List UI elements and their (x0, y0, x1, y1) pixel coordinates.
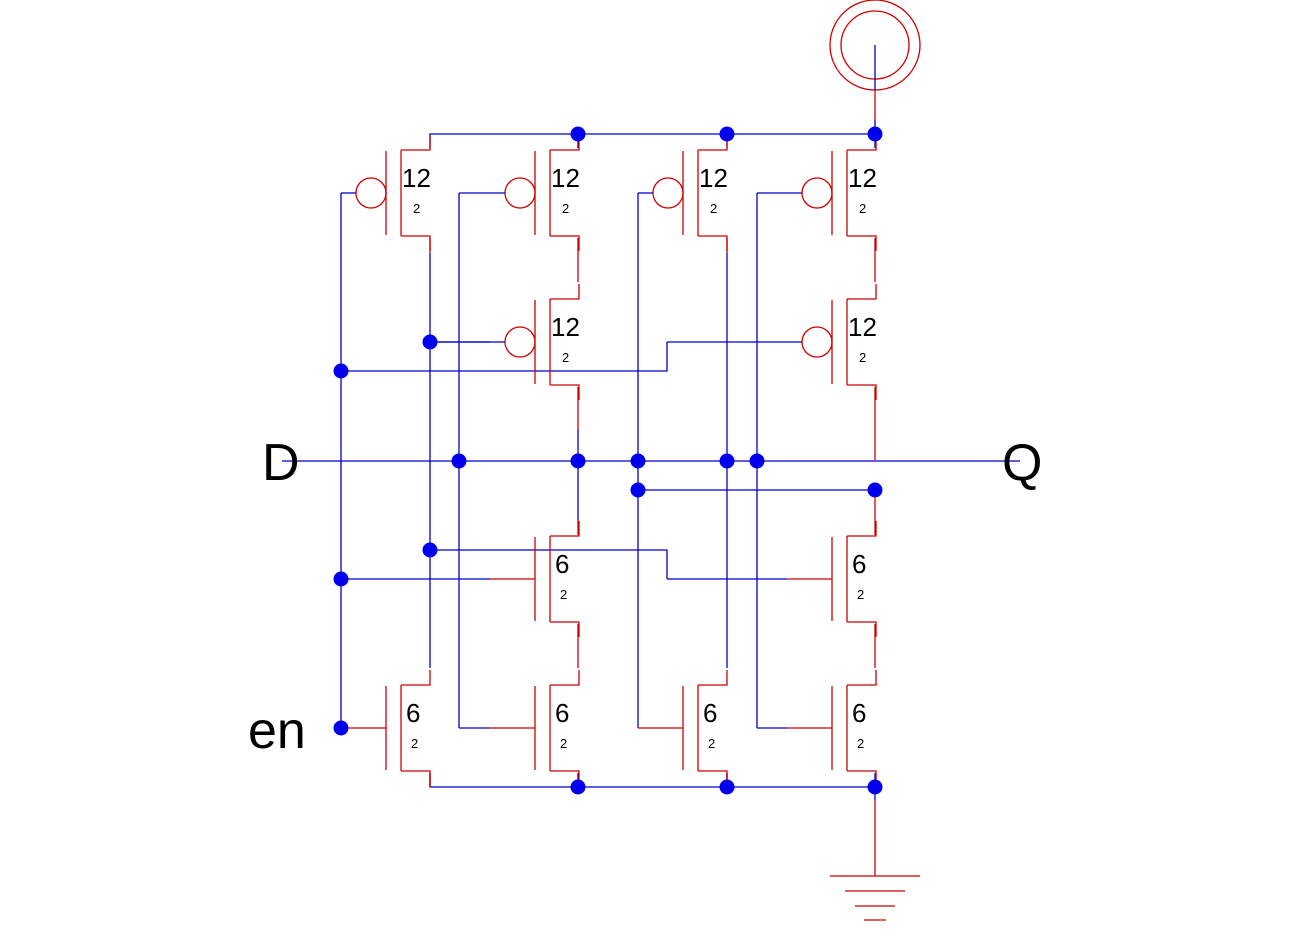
pmos-bubble-icon (504, 177, 536, 209)
junction-nodes (333, 126, 883, 795)
pmos-bubble-icon (801, 326, 833, 358)
length-label: 2 (857, 736, 864, 751)
junction-dot (570, 779, 586, 795)
width-label: 6 (406, 698, 420, 728)
width-label: 12 (551, 163, 580, 193)
junction-dot (719, 779, 735, 795)
drain-stub (401, 135, 431, 151)
vdd-icon (829, 0, 921, 91)
junction-dot (333, 363, 349, 379)
source-stub (401, 770, 431, 786)
ground-icon (830, 875, 920, 921)
width-label: 6 (852, 549, 866, 579)
junction-dot (719, 126, 735, 142)
wires (282, 120, 1020, 800)
wire-segment (430, 549, 668, 579)
junction-dot (333, 571, 349, 587)
width-label: 12 (402, 163, 431, 193)
source-stub (550, 384, 580, 400)
enable-label: en (248, 702, 306, 760)
length-label: 2 (710, 201, 717, 216)
drain-stub (847, 284, 877, 300)
transistor-n6: 62 (757, 670, 877, 786)
input-d-label: D (262, 434, 300, 492)
junction-dot (867, 482, 883, 498)
wire-segment (429, 773, 876, 788)
drain-stub (550, 521, 580, 537)
width-label: 6 (555, 698, 569, 728)
length-label: 2 (859, 350, 866, 365)
junction-dot (570, 126, 586, 142)
width-label: 6 (852, 698, 866, 728)
length-label: 2 (560, 736, 567, 751)
source-stub (847, 235, 877, 251)
junction-dot (333, 720, 349, 736)
transistor-p3: 12 2 (638, 135, 728, 251)
width-label: 6 (555, 549, 569, 579)
junction-dot (570, 453, 586, 469)
junction-dot (422, 334, 438, 350)
transistor-p2: 12 2 (459, 135, 580, 251)
width-label: 12 (551, 312, 580, 342)
junction-dot (719, 453, 735, 469)
drain-stub (847, 521, 877, 537)
length-label: 2 (857, 587, 864, 602)
drain-stub (847, 670, 877, 686)
pmos-bubble-icon (652, 177, 684, 209)
pmos-bubble-icon (801, 177, 833, 209)
transistor-p5: 12 2 (430, 284, 580, 400)
transistor-n2: 62 (667, 521, 877, 637)
drain-stub (550, 284, 580, 300)
transistor-p1: 12 2 (341, 135, 431, 251)
junction-dot (749, 453, 765, 469)
source-stub (550, 621, 580, 637)
junction-dot (867, 779, 883, 795)
length-label: 2 (411, 736, 418, 751)
junction-dot (422, 542, 438, 558)
transistor-n1: 62 (341, 521, 580, 637)
drain-stub (401, 670, 431, 686)
transistor-n4: 62 (459, 670, 580, 786)
length-label: 2 (562, 201, 569, 216)
junction-dot (630, 453, 646, 469)
width-label: 6 (703, 698, 717, 728)
junction-dot (630, 482, 646, 498)
source-stub (698, 235, 728, 251)
length-label: 2 (859, 201, 866, 216)
transistor-p4: 12 2 (757, 135, 877, 251)
source-stub (847, 621, 877, 637)
length-label: 2 (562, 350, 569, 365)
pmos-bubble-icon (355, 177, 387, 209)
junction-dot (451, 453, 467, 469)
pmos-bubble-icon (504, 326, 536, 358)
source-stub (847, 384, 877, 400)
width-label: 12 (699, 163, 728, 193)
source-stub (401, 235, 431, 251)
drain-stub (550, 670, 580, 686)
width-label: 12 (848, 163, 877, 193)
junction-dot (867, 126, 883, 142)
transistor-n3: 62 (341, 670, 431, 786)
length-label: 2 (708, 736, 715, 751)
width-label: 12 (848, 312, 877, 342)
wire-segment (429, 133, 876, 148)
wire-segment (341, 342, 668, 372)
source-stub (550, 235, 580, 251)
length-label: 2 (560, 587, 567, 602)
length-label: 2 (413, 201, 420, 216)
output-q-label: Q (1002, 434, 1042, 492)
transistor-n5: 62 (638, 670, 728, 786)
transistor-p6: 12 2 (667, 284, 877, 400)
drain-stub (698, 670, 728, 686)
